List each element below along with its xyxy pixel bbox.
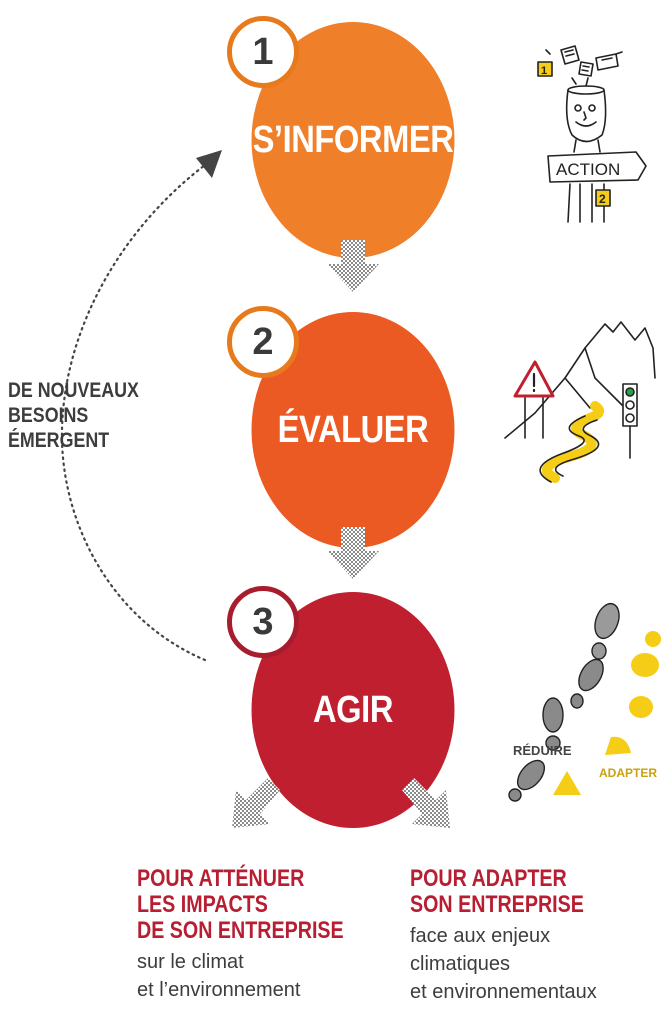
tag-1-text: 1	[541, 65, 547, 77]
diagonal-arrow-right	[402, 778, 450, 828]
step-label-informer: S’INFORMER	[252, 118, 454, 161]
reduire-word: RÉDUIRE	[513, 743, 572, 758]
outcome-title-attenuer: POUR ATTÉNUER LES IMPACTS DE SON ENTREPR…	[137, 865, 344, 944]
step-number-badge-2: 2	[227, 306, 299, 378]
step-label-agir: AGIR	[313, 688, 393, 731]
outcome-title-adapter: POUR ADAPTER SON ENTREPRISE	[410, 865, 584, 918]
diagonal-arrow-left	[232, 778, 280, 828]
step-number-badge-1: 1	[227, 16, 299, 88]
outcome-text-adapter: face aux enjeux climatiques et environne…	[410, 925, 597, 1003]
information-person-illustration: ACTION 1 2	[537, 45, 647, 223]
down-arrow-1-2	[327, 240, 379, 292]
step-number-badge-3: 3	[227, 586, 299, 658]
footsteps-illustration: RÉDUIRE ADAPTER	[508, 602, 661, 802]
tag-2-text: 2	[599, 192, 606, 206]
mountain-road-illustration	[504, 321, 656, 483]
outcome-text-attenuer: sur le climat et l’environnement	[137, 951, 301, 1001]
step-circle-evaluer: ÉVALUER	[251, 312, 455, 548]
action-sign-text: ACTION	[556, 160, 620, 179]
adapter-word: ADAPTER	[599, 766, 657, 780]
step-label-evaluer: ÉVALUER	[277, 408, 429, 451]
down-arrow-2-3	[327, 527, 379, 579]
loop-label: DE NOUVEAUX BESOINS ÉMERGENT	[8, 379, 139, 452]
